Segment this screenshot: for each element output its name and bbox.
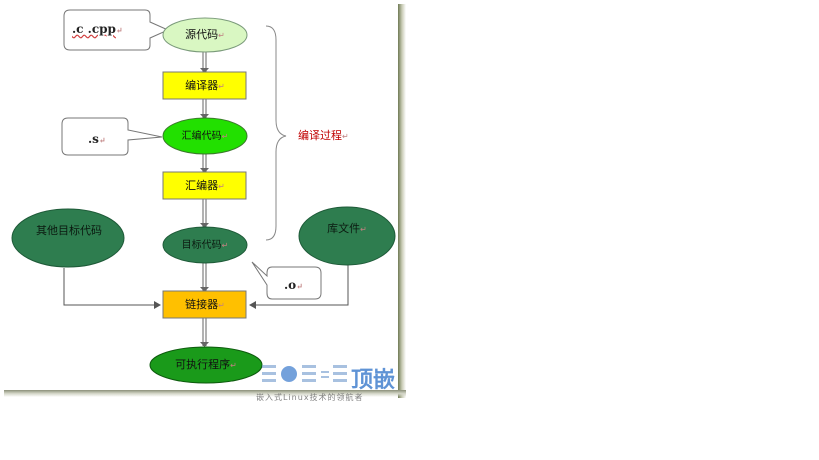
callout-asm-ext [61, 117, 163, 156]
note-asm-ext: .s↵ [88, 132, 106, 146]
card-shadow-bottom [4, 390, 406, 397]
label-other-objects: 其他目标代码 [36, 224, 102, 237]
compile-brace [265, 25, 287, 241]
node-compiler [162, 71, 247, 100]
note-source-ext: .c .cpp↵ [72, 22, 123, 36]
label-compiler: 编译器↵ [185, 79, 225, 92]
node-library [298, 206, 396, 266]
label-linker: 链接器↵ [185, 298, 225, 311]
label-source-code: 源代码↵ [185, 28, 225, 41]
label-object-code: 目标代码↵ [181, 240, 229, 251]
node-linker [162, 290, 247, 319]
arrow-heads [200, 68, 209, 347]
watermark-logo-mark [262, 365, 347, 382]
node-object-code [162, 226, 248, 264]
callout-object-ext [251, 261, 322, 300]
node-asm-code [162, 117, 248, 155]
node-source-code [162, 17, 248, 53]
node-assembler [162, 171, 247, 200]
label-library: 库文件↵ [327, 222, 367, 235]
card-shadow-right [398, 4, 406, 398]
note-object-ext: .o↵ [284, 278, 303, 292]
watermark-logo-text: 顶嵌 [351, 368, 396, 393]
callout-source-ext [63, 9, 170, 51]
brace-label: 编译过程↵ [298, 129, 349, 142]
watermark-tagline: 嵌入式Linux技术的领航者 [256, 393, 364, 402]
connector-library [249, 265, 349, 309]
label-assembler: 汇编器↵ [185, 179, 225, 192]
label-asm-code: 汇编代码↵ [181, 131, 229, 142]
node-other-objects [11, 208, 125, 268]
connector-other-objects [63, 268, 161, 309]
label-executable: 可执行程序↵ [175, 358, 237, 371]
